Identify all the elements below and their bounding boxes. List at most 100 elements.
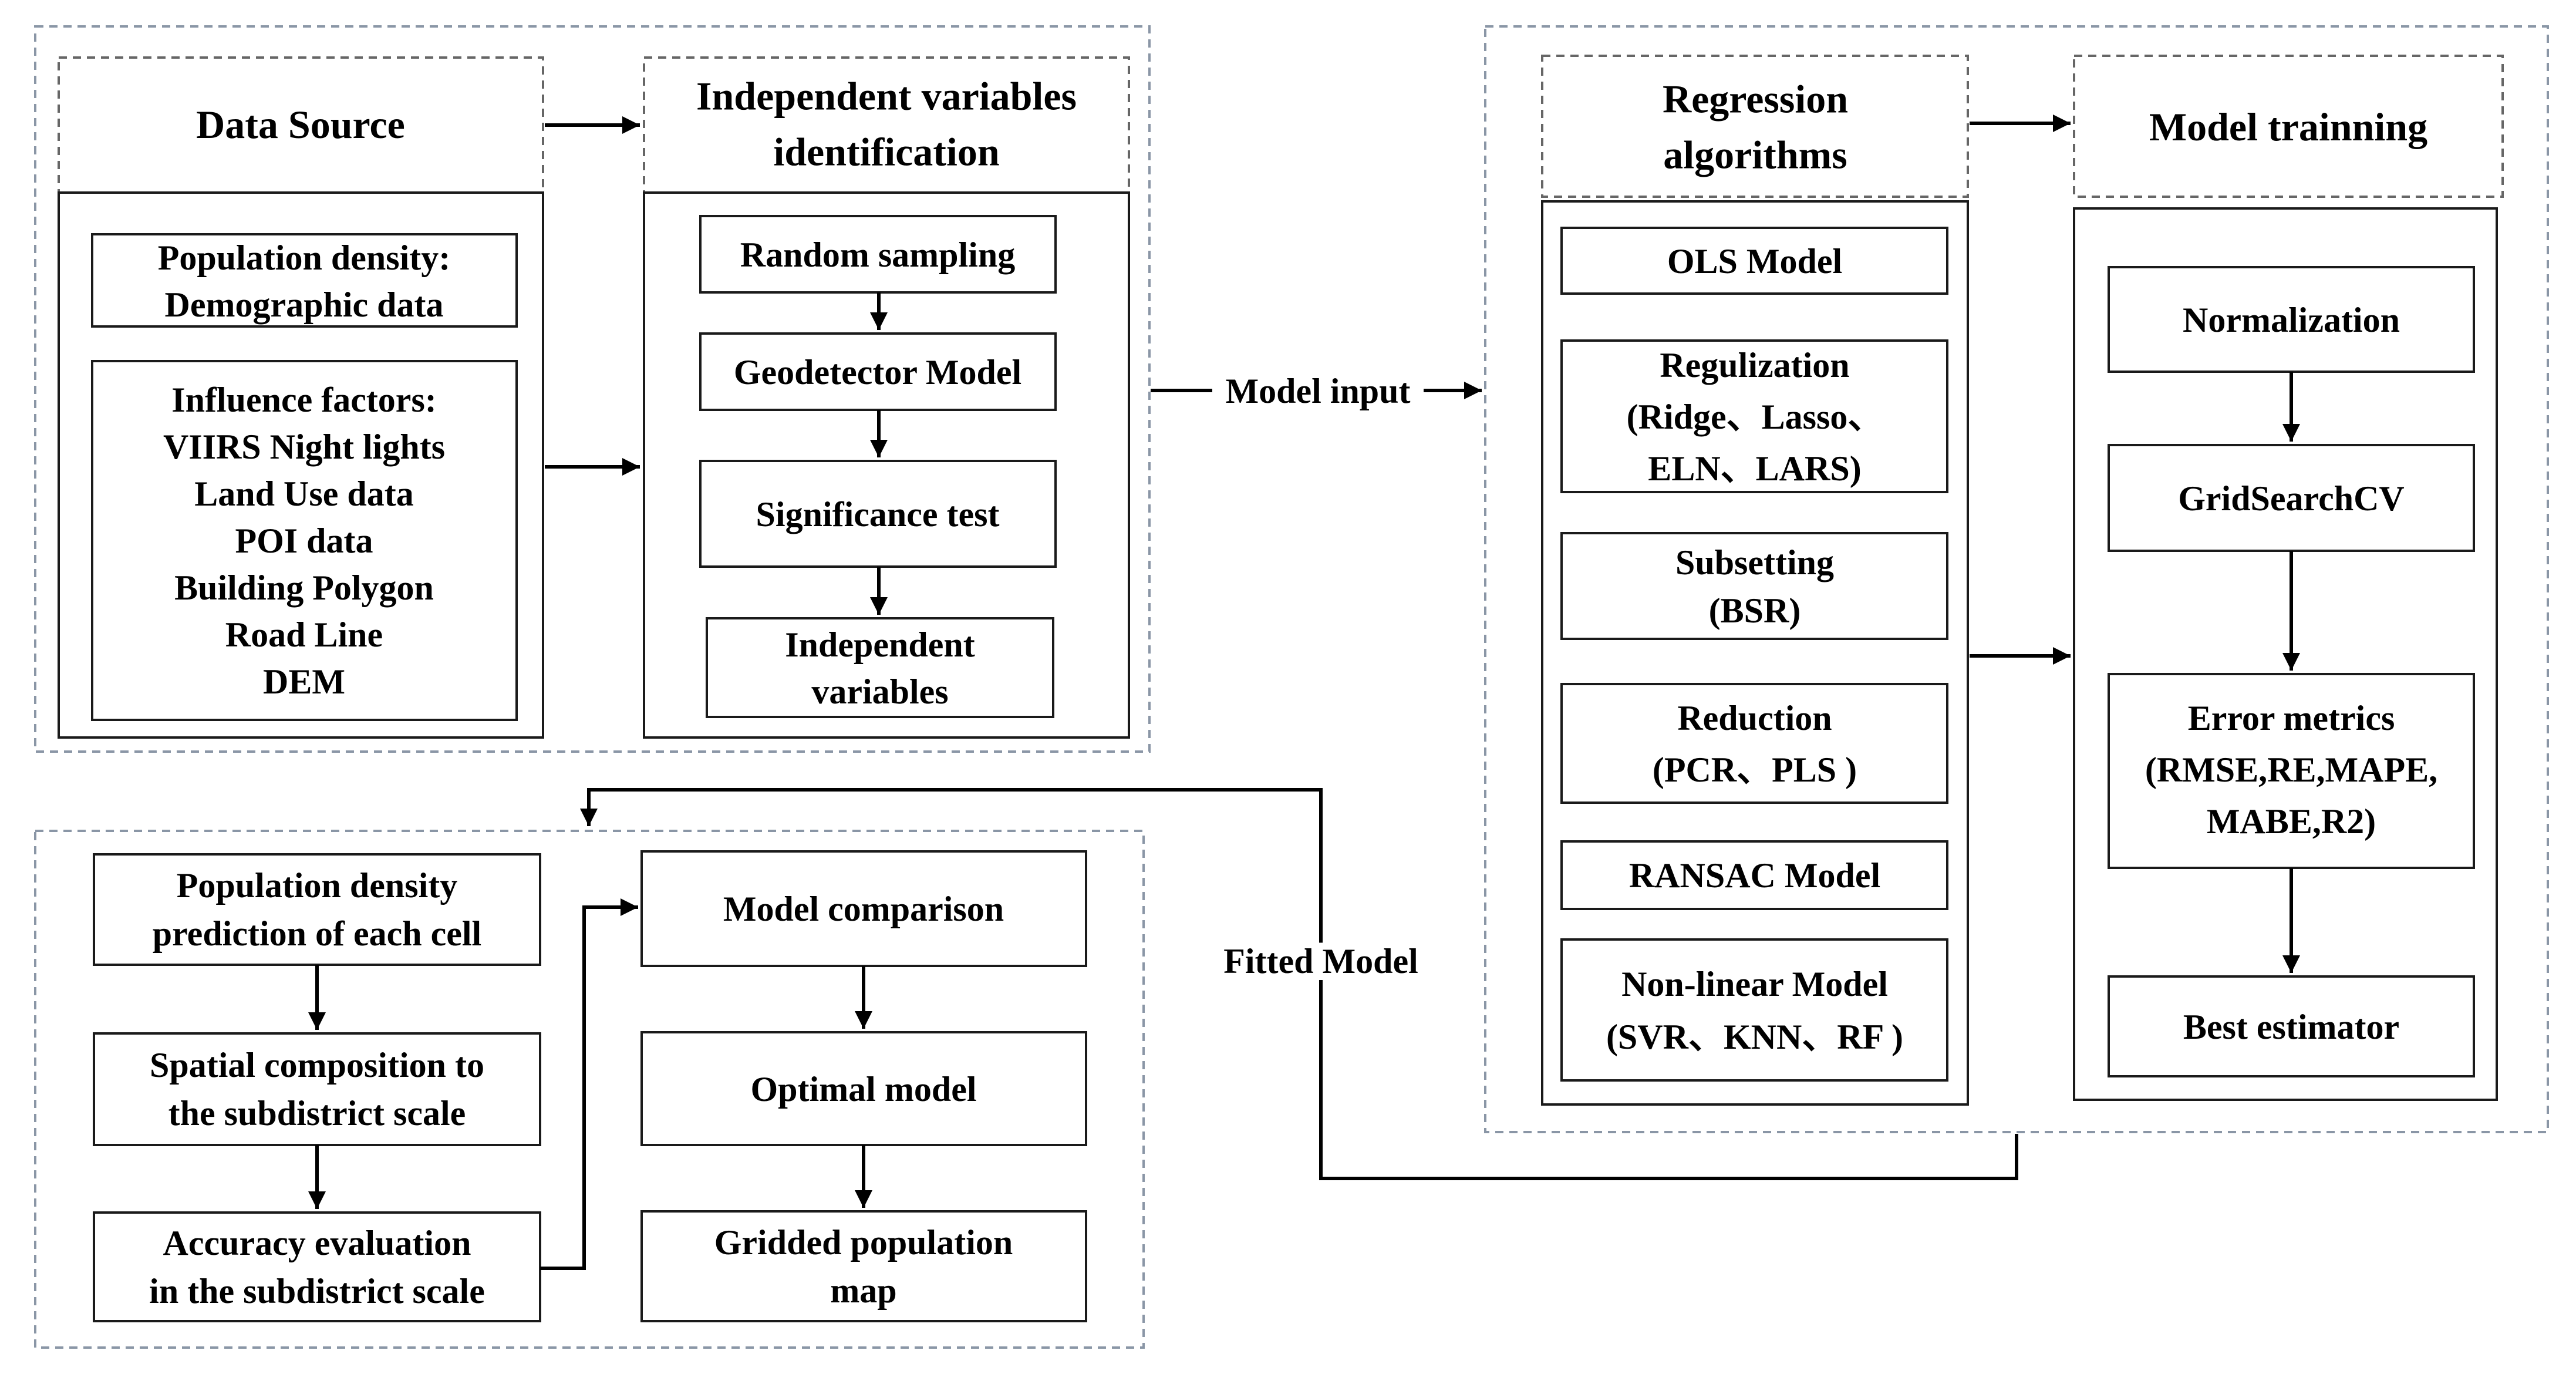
prediction-text: Population density prediction of each cel… — [153, 866, 481, 953]
prediction-text-line-2: prediction of each cell — [153, 914, 481, 953]
regression-title-line-2: algorithms — [1663, 132, 1847, 177]
subsetting-text: Subsetting(BSR) — [1675, 543, 1834, 630]
training-title: Model trainning — [2149, 105, 2427, 149]
error-metrics-text: Error metrics (RMSE,RE,MAPE, MABE,R2) — [2145, 699, 2437, 841]
ransac-model-box — [1560, 840, 1948, 910]
influence-factors-text-line-4: POI data — [235, 521, 373, 560]
training-panel — [2073, 207, 2498, 1101]
gridded-population-text: Gridded population map — [714, 1223, 1013, 1310]
best-estimator-text-line-1: Best estimator — [2183, 1008, 2399, 1046]
spatial-composition-text-line-2: the subdistrict scale — [168, 1094, 466, 1133]
geodetector-model-text: Geodetector Model — [734, 353, 1021, 392]
influence-factors-box — [91, 360, 518, 721]
prediction-box — [93, 853, 541, 966]
accuracy-evaluation-text-line-1: Accuracy evaluation — [163, 1224, 471, 1262]
independent-vars-title-line-2: identification — [773, 129, 999, 174]
normalization-text: Normalization — [2183, 301, 2400, 339]
random-sampling-text: Random sampling — [740, 235, 1015, 274]
reduction-text-line-1: Reduction — [1677, 699, 1832, 737]
optimal-model-text-line-1: Optimal model — [751, 1070, 977, 1109]
subsetting-box — [1560, 532, 1948, 640]
regularization-text: Regulization (Ridge、Lasso、 ELN、LARS) — [1627, 346, 1883, 488]
optimal-model-box — [640, 1031, 1087, 1146]
regression-panel — [1541, 200, 1969, 1106]
error-metrics-text-line-2: (RMSE,RE,MAPE, — [2145, 750, 2437, 789]
gridsearchcv-text: GridSearchCV — [2178, 479, 2405, 518]
population-density-text-line-1: Population density: — [158, 238, 450, 277]
ols-model-text-line-1: OLS Model — [1667, 242, 1842, 281]
random-sampling-text-line-1: Random sampling — [740, 235, 1015, 274]
model-comparison-text: Model comparison — [723, 890, 1004, 928]
regularization-text-line-1: Regulization — [1660, 346, 1849, 385]
significance-test-box — [699, 460, 1057, 568]
training-header — [2073, 55, 2504, 198]
independent-variables-text-line-2: variables — [811, 672, 948, 711]
influence-factors-text-line-7: DEM — [263, 662, 345, 701]
regularization-text-line-2: (Ridge、Lasso、 — [1627, 398, 1883, 436]
influence-factors-text-line-1: Influence factors: — [171, 380, 437, 419]
influence-factors-text-line-2: VIIRS Night lights — [163, 427, 445, 466]
regularization-text-line-3: ELN、LARS) — [1648, 449, 1861, 488]
reduction-text: Reduction (PCR、PLS ) — [1653, 699, 1857, 789]
model-comparison-box — [640, 850, 1087, 967]
independent-vars-title-line-1: Independent variables — [696, 73, 1077, 118]
reduction-text-line-2: (PCR、PLS ) — [1653, 750, 1857, 789]
model-input-label: Model input — [1225, 372, 1410, 410]
gridsearchcv-box — [2108, 444, 2475, 552]
gridsearchcv-text-line-1: GridSearchCV — [2178, 479, 2405, 518]
ols-model-box — [1560, 227, 1948, 295]
spatial-composition-box — [93, 1032, 541, 1146]
group-data-input — [34, 25, 1151, 753]
best-estimator-box — [2108, 975, 2475, 1077]
fitted-model-label: Fitted Model — [1223, 942, 1418, 981]
gridded-population-text-line-2: map — [830, 1271, 896, 1310]
population-density-box — [91, 233, 518, 328]
arrow-accuracy-to-comparison — [540, 898, 638, 1270]
subsetting-text-line-2: (BSR) — [1709, 591, 1801, 630]
regression-header — [1541, 55, 1969, 198]
normalization-text-line-1: Normalization — [2183, 301, 2400, 339]
nonlinear-model-text-line-1: Non-linear Model — [1621, 965, 1888, 1003]
error-metrics-text-line-1: Error metrics — [2188, 699, 2395, 737]
group-model-training — [1484, 25, 2549, 1133]
data-source-panel — [58, 191, 544, 739]
population-density-text-line-2: Demographic data — [165, 285, 444, 324]
accuracy-evaluation-box — [93, 1211, 541, 1322]
data-source-title: Data Source — [196, 102, 405, 147]
gridded-population-box — [640, 1210, 1087, 1322]
prediction-text-line-1: Population density — [177, 866, 457, 905]
significance-test-text-line-1: Significance test — [756, 495, 1000, 534]
influence-factors-text-line-6: Road Line — [225, 615, 383, 654]
independent-variables-box — [706, 617, 1054, 718]
significance-test-text: Significance test — [756, 495, 1000, 534]
ransac-model-text-line-1: RANSAC Model — [1629, 856, 1880, 895]
spatial-composition-text: Spatial composition to the subdistrict sc… — [150, 1046, 484, 1133]
ransac-model-text: RANSAC Model — [1629, 856, 1880, 895]
population-density-text: Population density: Demographic data — [158, 238, 450, 324]
nonlinear-model-text-line-2: (SVR、KNN、RF ) — [1606, 1018, 1903, 1056]
optimal-model-text: Optimal model — [751, 1070, 977, 1109]
gridded-population-text-line-1: Gridded population — [714, 1223, 1013, 1262]
spatial-composition-text-line-1: Spatial composition to — [150, 1046, 484, 1085]
model-comparison-text-line-1: Model comparison — [723, 890, 1004, 928]
arrow-fitted-model-return — [580, 788, 2018, 1180]
influence-factors-text: Influence factors: VIIRS Night lightsLand… — [163, 380, 445, 701]
independent-variables-text-line-1: Independent — [785, 625, 975, 664]
nonlinear-model-text: Non-linear Model (SVR、KNN、RF ) — [1606, 965, 1903, 1056]
normalization-box — [2108, 266, 2475, 373]
error-metrics-text-line-3: MABE,R2) — [2207, 802, 2376, 841]
independent-vars-panel — [643, 191, 1130, 739]
regularization-box — [1560, 339, 1948, 493]
independent-variables-text: Independent variables — [785, 625, 975, 711]
best-estimator-text: Best estimator — [2183, 1008, 2399, 1046]
influence-factors-text-line-3: Land Use data — [194, 474, 413, 513]
training-title-line-1: Model trainning — [2149, 105, 2427, 149]
group-evaluation — [34, 830, 1145, 1349]
reduction-box — [1560, 683, 1948, 804]
random-sampling-box — [699, 215, 1057, 294]
influence-factors-text-line-5: Building Polygon — [174, 568, 434, 607]
